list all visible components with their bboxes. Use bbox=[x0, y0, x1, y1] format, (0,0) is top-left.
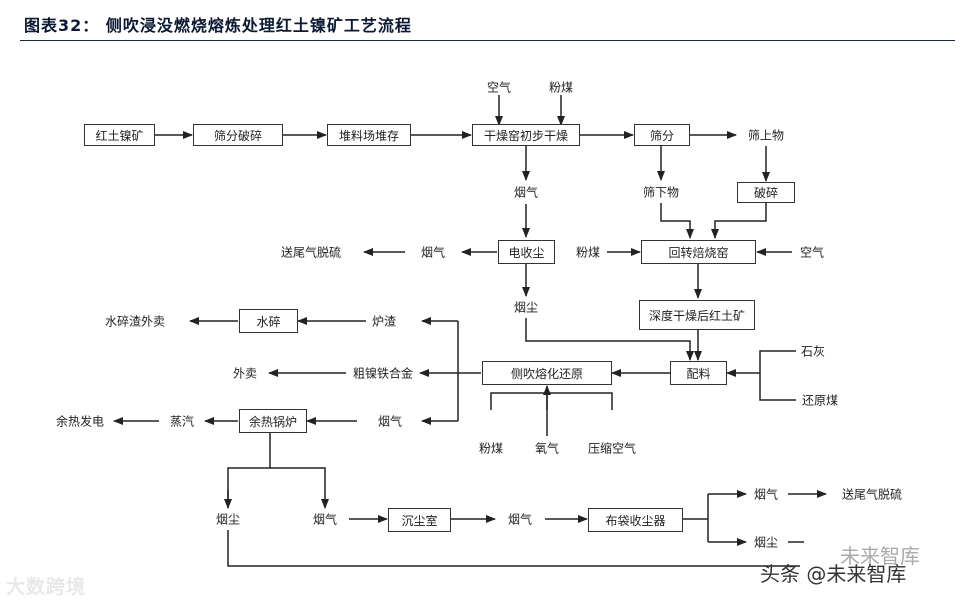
label-flue-gas-esp: 烟气 bbox=[513, 185, 539, 200]
label-air-kiln: 空气 bbox=[799, 245, 825, 260]
label-flue-gas-left: 烟气 bbox=[420, 245, 446, 260]
node-crush: 破碎 bbox=[737, 182, 795, 203]
label-slag: 炉渣 bbox=[371, 314, 397, 329]
node-boiler: 余热锅炉 bbox=[239, 409, 307, 433]
node-smelting: 侧吹熔化还原 bbox=[482, 361, 612, 385]
node-laterite: 红土镍矿 bbox=[84, 124, 155, 146]
label-power: 余热发电 bbox=[55, 414, 105, 429]
label-oversize: 筛上物 bbox=[747, 128, 785, 143]
label-tail-gas-2: 送尾气脱硫 bbox=[841, 487, 903, 502]
arrow-boiler-to-fluegas bbox=[270, 467, 329, 509]
label-dust-esp: 烟尘 bbox=[513, 300, 539, 315]
label-oxygen: 氧气 bbox=[534, 441, 560, 456]
node-water-quench: 水碎 bbox=[239, 309, 298, 333]
label-flue-gas-smelt: 烟气 bbox=[377, 414, 403, 429]
label-slag-sale: 水碎渣外卖 bbox=[104, 314, 166, 329]
label-compressed-air: 压缩空气 bbox=[587, 441, 637, 456]
label-crude-alloy: 粗镍铁合金 bbox=[352, 366, 414, 381]
label-dust-bag: 烟尘 bbox=[753, 535, 779, 550]
label-undersize: 筛下物 bbox=[642, 185, 680, 200]
node-esp: 电收尘 bbox=[498, 240, 555, 264]
node-batching: 配料 bbox=[670, 361, 727, 385]
dust-return-line bbox=[227, 530, 800, 567]
label-dust-boiler: 烟尘 bbox=[215, 512, 241, 527]
label-sale: 外卖 bbox=[232, 366, 258, 381]
watermark-left: 大数跨境 bbox=[6, 576, 87, 598]
watermark-right: 头条 @未来智库 bbox=[760, 562, 907, 586]
node-stockpile: 堆料场堆存 bbox=[327, 124, 411, 146]
node-kiln: 回转焙烧窑 bbox=[641, 240, 756, 264]
label-coal-smelt: 粉煤 bbox=[478, 441, 504, 456]
bracket-additives bbox=[759, 350, 796, 401]
label-steam: 蒸汽 bbox=[169, 414, 195, 429]
arrow-dust-to-batching bbox=[525, 318, 694, 361]
node-screening: 筛分 bbox=[634, 124, 690, 146]
bracket-smelting-inputs bbox=[490, 392, 613, 410]
arrow-undersize-to-kiln bbox=[660, 203, 694, 239]
label-flue-gas-bag: 烟气 bbox=[753, 487, 779, 502]
figure-title: 图表32： 侧吹浸没燃烧熔炼处理红土镍矿工艺流程 bbox=[24, 16, 412, 35]
label-flue-gas-boiler: 烟气 bbox=[312, 512, 338, 527]
node-dryer: 干燥窑初步干燥 bbox=[472, 124, 580, 146]
label-air-top: 空气 bbox=[486, 80, 512, 95]
arrow-crush-to-kiln bbox=[711, 203, 767, 239]
label-coal-top: 粉煤 bbox=[548, 80, 574, 95]
label-reducing-coal: 还原煤 bbox=[801, 393, 839, 408]
label-limestone: 石灰 bbox=[800, 344, 826, 359]
node-screen-crush: 筛分破碎 bbox=[193, 124, 283, 146]
node-deep-dry: 深度干燥后红土矿 bbox=[639, 300, 755, 330]
watermark-right-ghost: 未来智库 bbox=[840, 544, 920, 568]
label-tail-gas-1: 送尾气脱硫 bbox=[280, 245, 342, 260]
node-settling: 沉尘室 bbox=[388, 508, 451, 532]
label-coal-kiln: 粉煤 bbox=[575, 245, 601, 260]
node-baghouse: 布袋收尘器 bbox=[588, 508, 683, 532]
bracket-boiler-outputs bbox=[227, 433, 271, 508]
label-flue-gas-settle: 烟气 bbox=[507, 512, 533, 527]
title-divider bbox=[20, 40, 955, 41]
